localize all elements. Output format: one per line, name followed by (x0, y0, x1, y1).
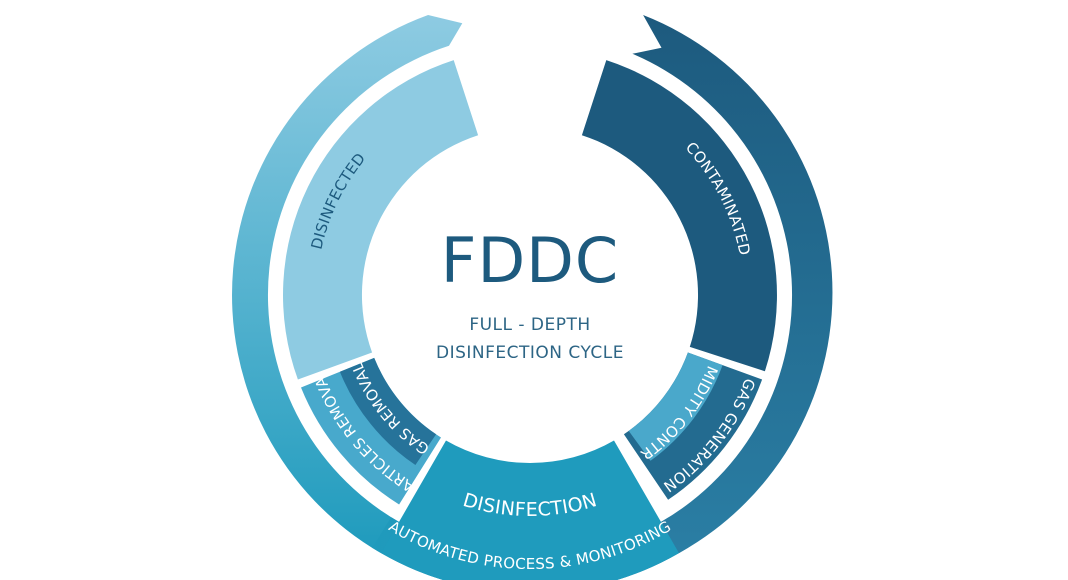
segment-gas-generation (623, 352, 763, 500)
segment-particles-removal (301, 357, 441, 505)
segment-humidity-control (628, 352, 723, 461)
center-block: FDDC FULL - DEPTH DISINFECTION CYCLE (436, 224, 624, 363)
segments (283, 60, 777, 580)
segment-disinfected (283, 60, 479, 380)
outer-ring-left-arrow (232, 15, 463, 554)
segment-disinfection (381, 440, 679, 580)
center-subtitle-line2: DISINFECTION CYCLE (436, 343, 624, 363)
center-title: FDDC (441, 224, 619, 297)
center-subtitle-line1: FULL - DEPTH (469, 315, 590, 335)
outer-ring-right-arrow (632, 15, 833, 554)
segment-gas-removal (339, 357, 437, 465)
segment-contaminated (581, 60, 777, 372)
